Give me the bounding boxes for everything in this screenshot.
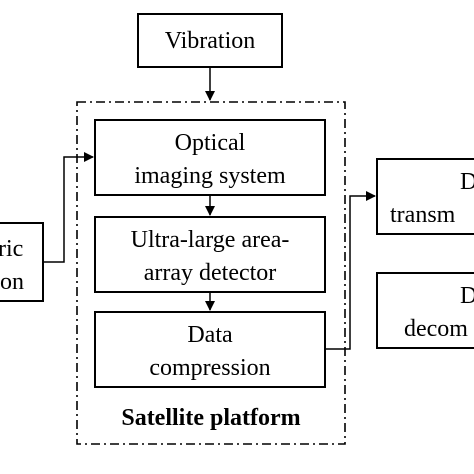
optical-imaging-label-line1: Optical — [174, 130, 246, 156]
satellite-platform-label: Satellite platform — [121, 405, 301, 431]
arrow-left-to-optical — [44, 152, 94, 263]
detector-label-line1: Ultra-large area- — [130, 227, 290, 253]
arrow-compression-to-transmission — [326, 191, 376, 350]
optical-imaging-system-box: Optical imaging system — [94, 119, 326, 196]
left-input-box: ric on — [0, 222, 44, 302]
detector-box: Ultra-large area- array detector — [94, 216, 326, 293]
left-input-label-line1: ric — [0, 236, 24, 262]
left-input-label-line2: on — [0, 269, 24, 295]
decompression-label-line1: D — [460, 283, 474, 309]
transmission-box: D transm — [376, 158, 474, 235]
satellite-platform-boundary — [76, 101, 346, 445]
optical-imaging-label-line2: imaging system — [134, 163, 286, 189]
vibration-box: Vibration — [137, 13, 283, 68]
decompression-label-line2: decom — [404, 316, 468, 342]
transmission-label-line2: transm — [390, 202, 456, 228]
data-compression-label-line1: Data — [187, 322, 233, 348]
data-compression-label-line2: compression — [149, 355, 271, 381]
data-compression-box: Data compression — [94, 311, 326, 388]
transmission-label-line1: D — [460, 169, 474, 195]
decompression-box: D decom — [376, 272, 474, 349]
detector-label-line2: array detector — [143, 260, 277, 286]
vibration-label: Vibration — [164, 28, 256, 54]
